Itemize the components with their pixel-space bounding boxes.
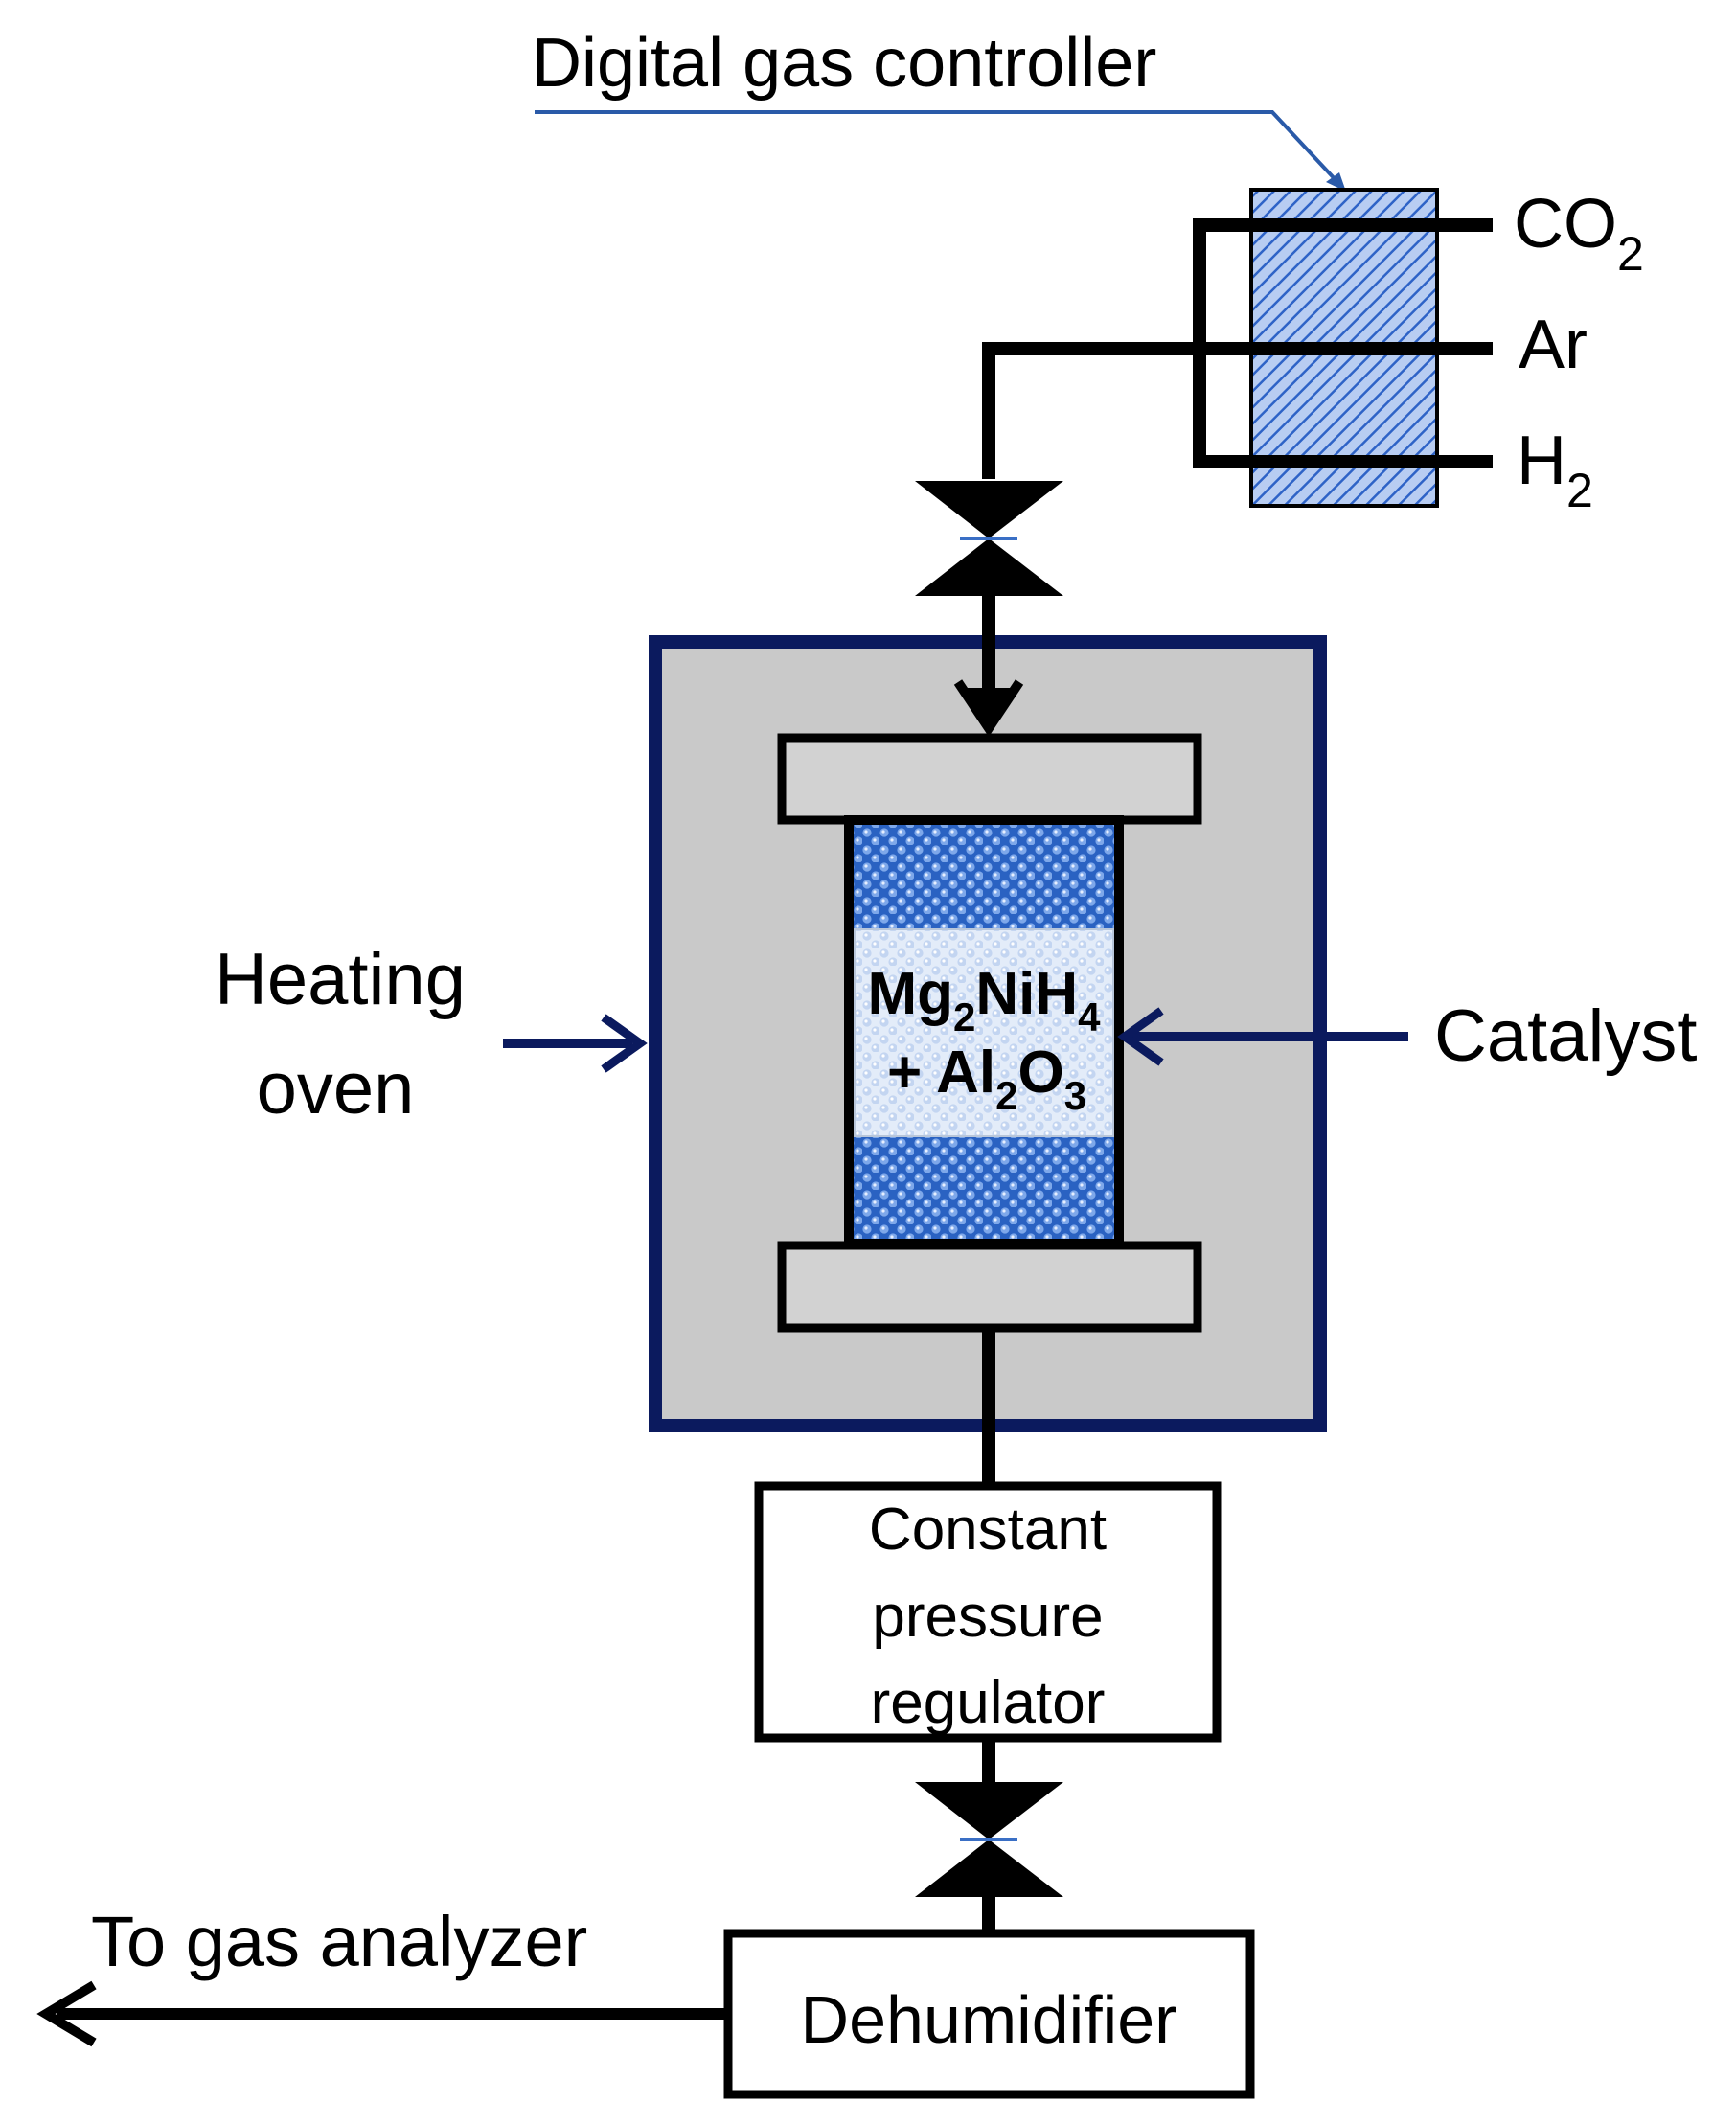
regulator-label-line3: regulator (871, 1670, 1106, 1736)
gas-label-h2: H2 (1517, 423, 1593, 517)
catalyst-arrowhead-icon (1117, 1007, 1164, 1066)
regulator-label-line1: Constant (869, 1497, 1107, 1563)
feed-arrowhead-outline (953, 679, 1024, 738)
butterfly-valve-icon (915, 1782, 1063, 1897)
ar-line (982, 342, 1493, 479)
reactor-bottom-flange (777, 1241, 1202, 1333)
catalyst-label: Catalyst (1434, 995, 1698, 1077)
heating-arrowhead-icon (601, 1014, 648, 1073)
sample-label-line2: + Al2O3 (887, 1040, 1086, 1118)
heating-oven-label-line1: Heating (215, 939, 466, 1020)
reactor-top-flange (777, 733, 1202, 825)
controller-label: Digital gas controller (532, 25, 1156, 102)
butterfly-valve-icon (915, 481, 1063, 596)
heating-oven-label-line2: oven (257, 1048, 415, 1130)
to-analyzer-label: To gas analyzer (91, 1902, 587, 1981)
controller-leader-line (535, 110, 1341, 186)
analyzer-arrowhead-icon (36, 1980, 97, 2047)
dehumidifier-box (723, 1929, 1255, 2099)
gas-label-ar: Ar (1519, 307, 1588, 383)
catalyst-bed (854, 928, 1114, 1137)
controller-leader-arrow-icon (1326, 172, 1346, 192)
dehumidifier-label: Dehumidifier (801, 1982, 1177, 2057)
regulator-label-line2: pressure (872, 1584, 1103, 1650)
gas-label-co2: CO2 (1514, 186, 1644, 281)
sample-label-line1: Mg2NiH4 (867, 961, 1101, 1040)
pressure-regulator-box (754, 1481, 1222, 1743)
